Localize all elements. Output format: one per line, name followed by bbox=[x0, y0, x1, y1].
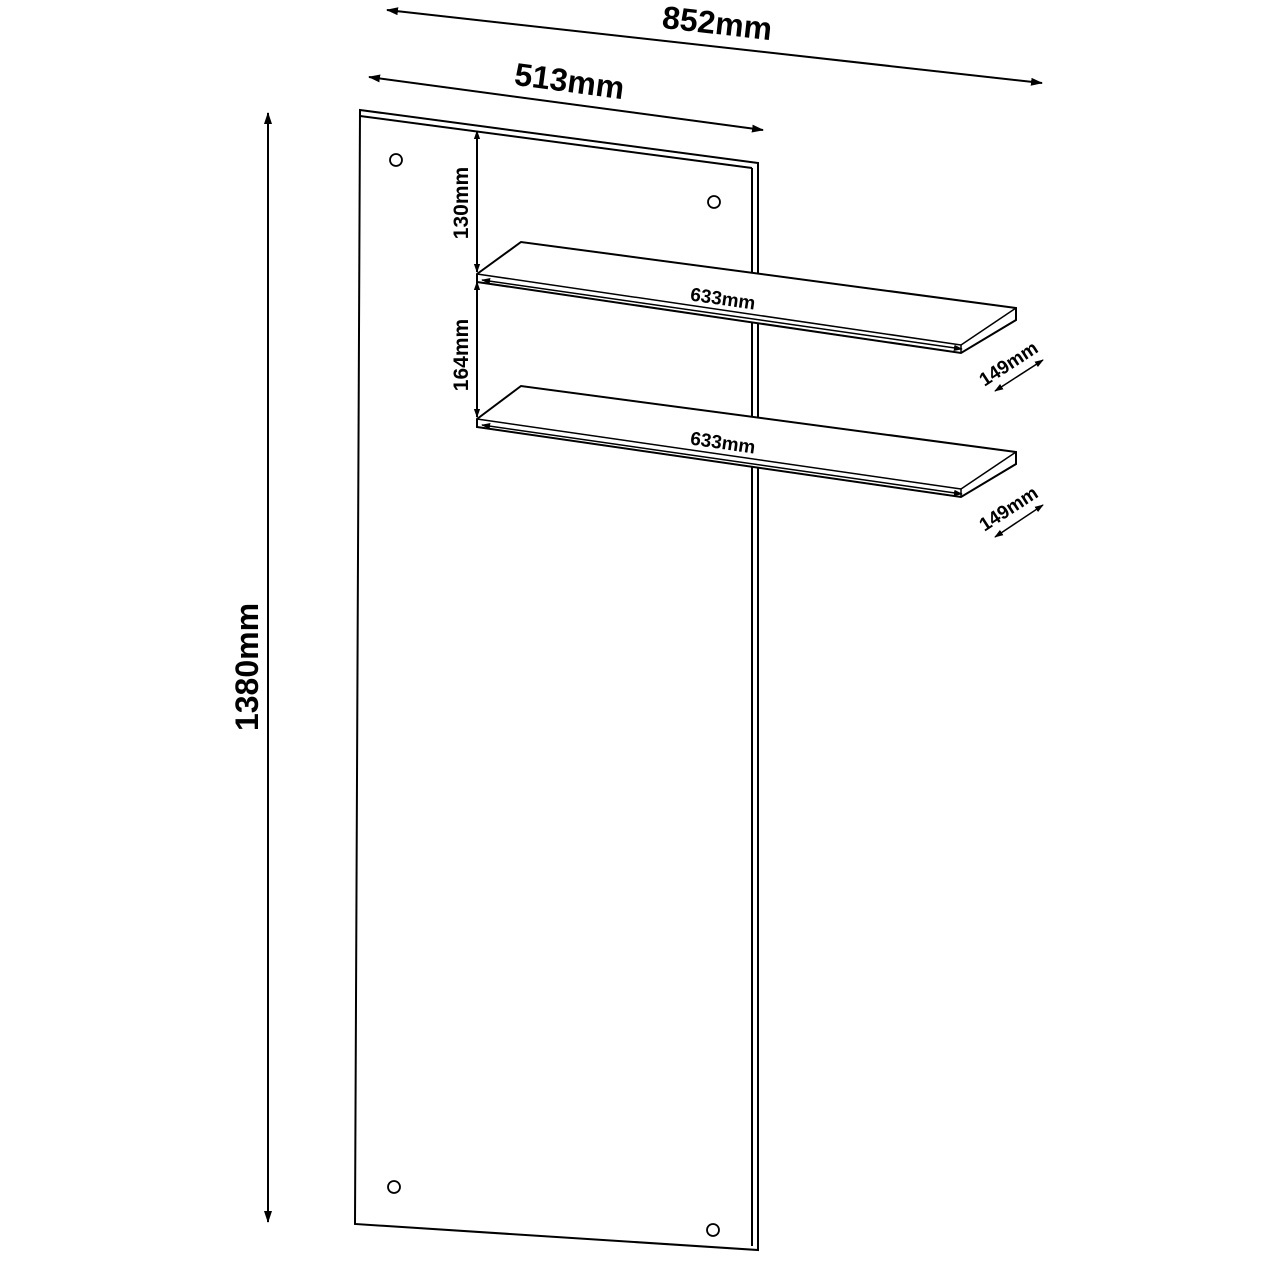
label-shelf-top-depth: 149mm bbox=[976, 338, 1042, 391]
label-shelf-spacing: 164mm bbox=[450, 319, 473, 391]
mounting-hole-bottom-left bbox=[387, 1180, 401, 1194]
label-total-width: 852mm bbox=[660, 0, 774, 47]
back-panel bbox=[353, 108, 759, 1252]
dimension-line-shelf-bottom-depth bbox=[994, 504, 1044, 538]
label-top-to-shelf: 130mm bbox=[450, 167, 473, 239]
dimension-line-shelf-top-length bbox=[481, 278, 963, 351]
dimension-line-shelf-top-depth bbox=[994, 359, 1044, 392]
dimension-line-total-width bbox=[386, 7, 1043, 86]
dimension-line-panel-width bbox=[368, 74, 764, 133]
mounting-hole-bottom-right bbox=[706, 1223, 720, 1237]
label-panel-height: 1380mm bbox=[229, 603, 265, 731]
mounting-hole-top-right bbox=[707, 195, 721, 209]
dimension-line-shelf-bottom-length bbox=[481, 423, 963, 496]
mounting-hole-top-left bbox=[389, 153, 403, 167]
